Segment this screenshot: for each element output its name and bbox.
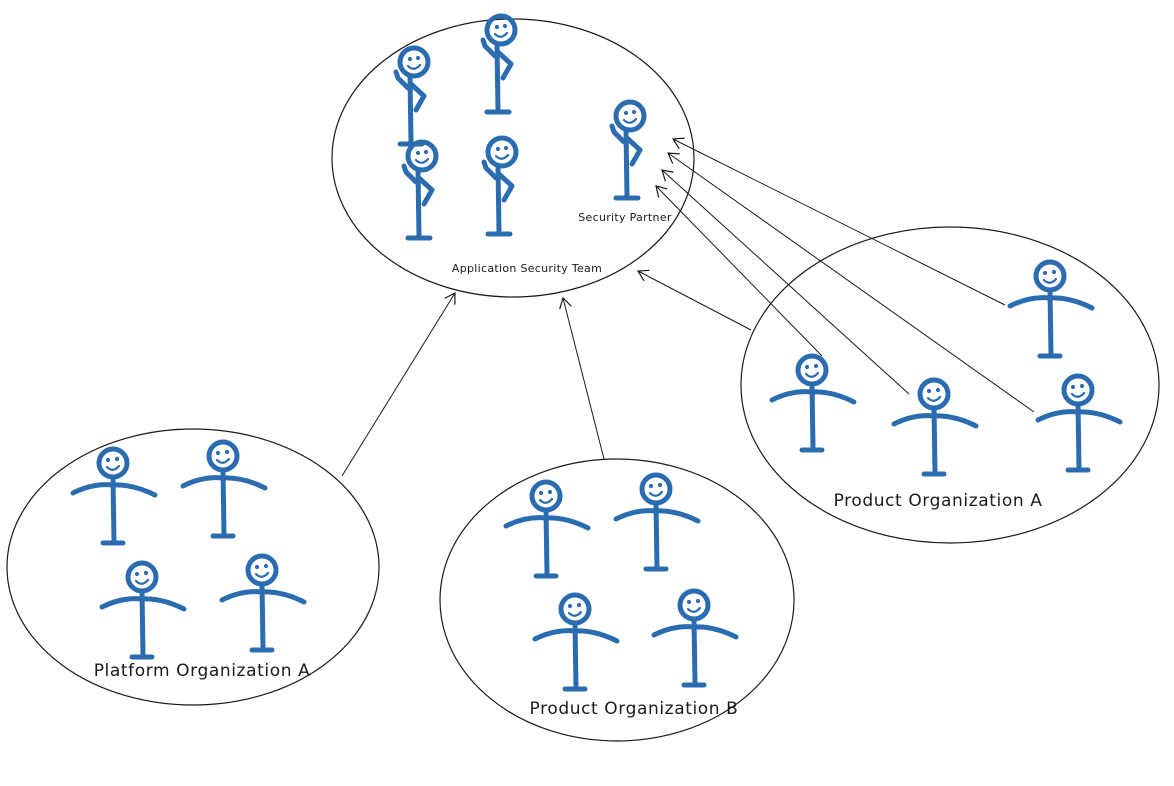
arrow-product-a-to-partner-3 [661,169,910,395]
security-partner-icon [612,102,644,198]
appsec-member-icon [484,138,516,234]
platform-org-a-member-icon [73,449,155,543]
product-org-a-member-icon [1010,262,1092,356]
arrow-product-a-to-partner-4 [655,185,823,357]
product-org-a-label: Product Organization A [834,491,1043,511]
security-partner-label: Security Partner [578,211,672,224]
product-org-b-member-icon [535,595,617,689]
appsec-member-icon [396,48,428,144]
product-org-b-ellipse [439,458,795,742]
arrow-product-a-to-partner-1 [671,137,1006,306]
product-org-b-member-icon [654,591,736,685]
appsec-team-label: Application Security Team [452,262,602,275]
product-org-b-member-icon [616,475,698,569]
arrow-product-b-to-appsec [559,296,605,460]
platform-org-a-member-icon [183,442,265,536]
product-org-b-member-icon [506,482,588,576]
product-org-a-member-icon [772,356,854,450]
arrow-platform-a-to-appsec [341,292,456,477]
arrow-product-a-to-partner-2 [667,152,1035,413]
product-org-a-ellipse [740,226,1160,544]
appsec-member-icon [404,142,436,238]
product-org-a-member-icon [1038,376,1120,470]
platform-org-a-ellipse [6,428,380,706]
product-org-b-label: Product Organization B [530,699,739,719]
appsec-member-icon [483,16,515,112]
platform-org-a-member-icon [222,556,304,650]
platform-org-a-label: Platform Organization A [94,661,311,681]
arrow-product-a-to-appsec [636,269,752,331]
product-org-a-member-icon [894,380,976,474]
platform-org-a-member-icon [102,563,184,657]
